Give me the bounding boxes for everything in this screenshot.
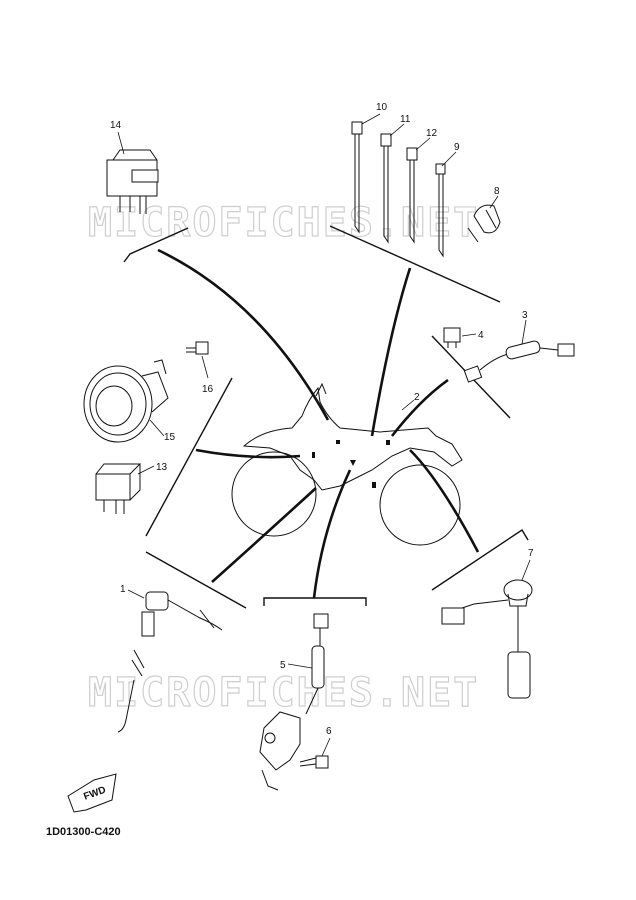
diagram-code: 1D01300-C420: [46, 826, 121, 838]
part-1-switch: [117, 589, 223, 733]
part-12-cable-tie: [406, 137, 431, 244]
callout-labels: 14 10 11 12 9 8 4 3 2 16 15 13 1 5 6 7: [110, 102, 534, 737]
callout-3: 3: [522, 310, 528, 321]
callout-5: 5: [280, 660, 286, 671]
callout-2: 2: [414, 392, 420, 403]
watermark-bottom: MICROFICHES.NET: [88, 670, 479, 716]
callout-8: 8: [494, 186, 500, 197]
callout-15: 15: [164, 432, 176, 443]
part-4-connector: [443, 327, 477, 348]
part-10-cable-tie: [351, 113, 381, 234]
part-11-cable-tie: [380, 123, 405, 244]
callout-12: 12: [426, 128, 438, 139]
callout-6: 6: [326, 726, 332, 737]
part-7-sensor: [441, 559, 533, 699]
fwd-arrow-icon: FWD: [67, 773, 117, 813]
callout-11: 11: [400, 114, 411, 125]
callout-10: 10: [376, 102, 388, 113]
part-5-housing: [259, 687, 319, 791]
bike-mount-markers: [312, 440, 390, 488]
part-15-horn: [83, 359, 169, 443]
callout-16: 16: [202, 384, 214, 395]
part-6-bolt: [299, 737, 331, 769]
watermark-top: MICROFICHES.NET: [88, 200, 479, 246]
part-2-leader: [401, 399, 415, 411]
group-leader-lines: [157, 248, 480, 599]
callout-14: 14: [110, 120, 122, 131]
callout-13: 13: [156, 462, 168, 473]
part-13-module: [95, 463, 155, 514]
callout-1: 1: [120, 584, 126, 595]
part-3-wire-lead: [463, 319, 575, 383]
part-8-clamp: [467, 195, 501, 243]
callout-4: 4: [478, 330, 484, 341]
part-16-bolt: [186, 341, 209, 379]
motorcycle-outline: [231, 382, 463, 546]
callout-7: 7: [528, 548, 534, 559]
part-9-cable-tie: [435, 151, 457, 258]
part-14-relay: [106, 131, 159, 214]
callout-9: 9: [454, 142, 460, 153]
